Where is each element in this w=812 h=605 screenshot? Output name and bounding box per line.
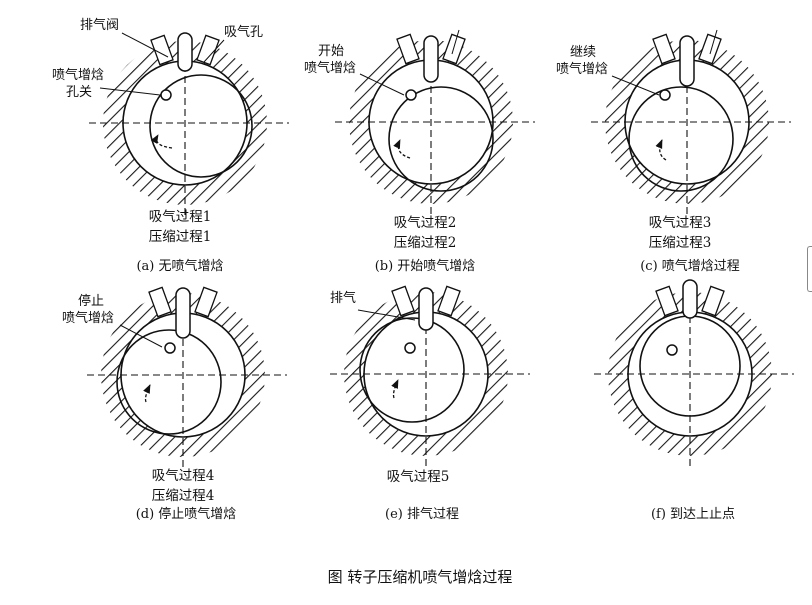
injection-port — [666, 344, 678, 356]
discharge-valve-outline — [150, 34, 174, 66]
panel-a-stage-1: 吸气过程1 — [149, 209, 212, 225]
sliding-vane — [682, 279, 698, 319]
panel-a: 排气阀 吸气孔 喷气增焓 孔关 吸气过程1 压缩过程1 (a) 无喷气增焓 — [52, 17, 289, 274]
discharge-valve-slot — [391, 286, 415, 316]
cylinder-d — [87, 286, 287, 467]
panel-b-caption: (b) 开始喷气增焓 — [375, 258, 476, 274]
panel-d-stage-1: 吸气过程4 — [152, 468, 215, 484]
panel-d-label-stop: 停止 — [78, 293, 104, 309]
panel-e-caption: (e) 排气过程 — [385, 506, 459, 522]
panel-d-stage-2: 压缩过程4 — [152, 488, 215, 504]
panel-e-stage-1: 吸气过程5 — [387, 469, 450, 485]
panel-a-label-port-closed: 孔关 — [66, 85, 92, 100]
suction-hole-slot — [194, 287, 218, 317]
panel-d: 停止 喷气增焓 吸气过程4 压缩过程4 (d) 停止喷气增焓 — [62, 286, 287, 522]
suction-hole-slot — [437, 286, 461, 316]
discharge-valve-slot — [655, 286, 679, 316]
injection-port — [404, 342, 416, 354]
scroll-edge-handle — [807, 246, 812, 292]
discharge-valve-slot — [652, 34, 676, 64]
sliding-vane — [418, 287, 434, 331]
discharge-valve-slot — [148, 287, 172, 317]
injection-port — [160, 89, 172, 101]
panel-c-caption: (c) 喷气增焓过程 — [640, 258, 740, 274]
panel-a-label-injection-port: 喷气增焓 — [52, 67, 104, 83]
sliding-vane — [177, 32, 193, 72]
cylinder-c — [591, 33, 791, 214]
suction-hole-outline — [442, 33, 466, 65]
panel-f: (f) 到达上止点 — [594, 279, 794, 522]
panel-b-label-start: 开始 — [318, 44, 344, 59]
suction-hole-slot — [442, 34, 466, 64]
cylinder-e — [330, 285, 530, 466]
panel-c-suction-pointer — [709, 29, 718, 55]
rolling-piston — [359, 317, 465, 423]
panel-a-label-discharge-valve: 排气阀 — [80, 17, 119, 33]
panel-a-leader-discharge-valve — [121, 32, 169, 58]
suction-hole-outline — [194, 286, 218, 318]
rotation-arrow — [655, 139, 667, 161]
sliding-vane — [679, 35, 695, 87]
suction-hole-slot — [698, 34, 722, 64]
panel-d-label-injection: 喷气增焓 — [62, 310, 114, 326]
panel-c-stage-2: 压缩过程3 — [649, 235, 712, 251]
panel-c-label-injection: 喷气增焓 — [556, 61, 608, 77]
panel-b-suction-pointer — [451, 29, 460, 55]
panel-a-leader-suction-hole — [203, 39, 225, 63]
discharge-valve-outline — [655, 285, 679, 317]
suction-hole-outline — [701, 285, 725, 317]
panel-b-label-injection: 喷气增焓 — [304, 60, 356, 76]
suction-hole-slot — [701, 286, 725, 316]
panel-a-leader-injection-port — [99, 87, 161, 96]
sliding-vane — [423, 35, 439, 83]
suction-hole-outline — [437, 285, 461, 317]
panel-e: 排气 吸气过程5 (e) 排气过程 — [330, 285, 530, 522]
rotation-arrow — [391, 379, 399, 399]
panel-d-caption: (d) 停止喷气增焓 — [136, 506, 237, 522]
rotation-arrow — [393, 139, 411, 159]
suction-hole-outline — [698, 33, 722, 65]
figure-title: 图 转子压缩机喷气增焓过程 — [328, 568, 513, 586]
rolling-piston — [116, 329, 222, 435]
cylinder-b — [335, 33, 535, 214]
panel-c-leader-injection — [611, 75, 660, 96]
cylinder-f — [594, 279, 794, 466]
discharge-valve-slot — [396, 34, 420, 64]
panel-d-leader-injection — [119, 324, 163, 348]
rolling-piston — [628, 86, 734, 192]
injection-port — [659, 89, 671, 101]
panel-a-caption: (a) 无喷气增焓 — [136, 258, 223, 274]
panel-a-label-suction-hole: 吸气孔 — [224, 24, 263, 40]
suction-hole-outline — [196, 34, 220, 66]
panel-e-leader-discharge — [357, 309, 416, 321]
discharge-valve-outline — [391, 285, 415, 317]
rotation-arrow — [143, 384, 151, 403]
discharge-valve-outline — [148, 286, 172, 318]
discharge-valve-outline — [396, 33, 420, 65]
rotation-arrow — [150, 134, 173, 149]
panel-e-label-discharge: 排气 — [330, 290, 356, 306]
panel-b-stage-2: 压缩过程2 — [394, 235, 457, 251]
panel-c-stage-1: 吸气过程3 — [649, 215, 712, 231]
panel-c-label-continue: 继续 — [570, 45, 596, 60]
injection-port — [405, 89, 417, 101]
panel-c: 继续 喷气增焓 吸气过程3 压缩过程3 (c) 喷气增焓过程 — [556, 29, 791, 274]
suction-hole-slot — [196, 35, 220, 65]
panel-b-stage-1: 吸气过程2 — [394, 215, 457, 231]
panel-b-leader-injection — [359, 73, 405, 96]
rolling-piston — [149, 74, 253, 178]
discharge-valve-outline — [652, 33, 676, 65]
sliding-vane — [175, 287, 191, 339]
panel-a-stage-2: 压缩过程1 — [149, 229, 212, 245]
cylinder-a — [89, 32, 289, 215]
panel-f-caption: (f) 到达上止点 — [651, 507, 735, 522]
rolling-piston — [388, 86, 494, 192]
panel-b: 开始 喷气增焓 吸气过程2 压缩过程2 (b) 开始喷气增焓 — [304, 29, 535, 274]
injection-port — [164, 342, 176, 354]
